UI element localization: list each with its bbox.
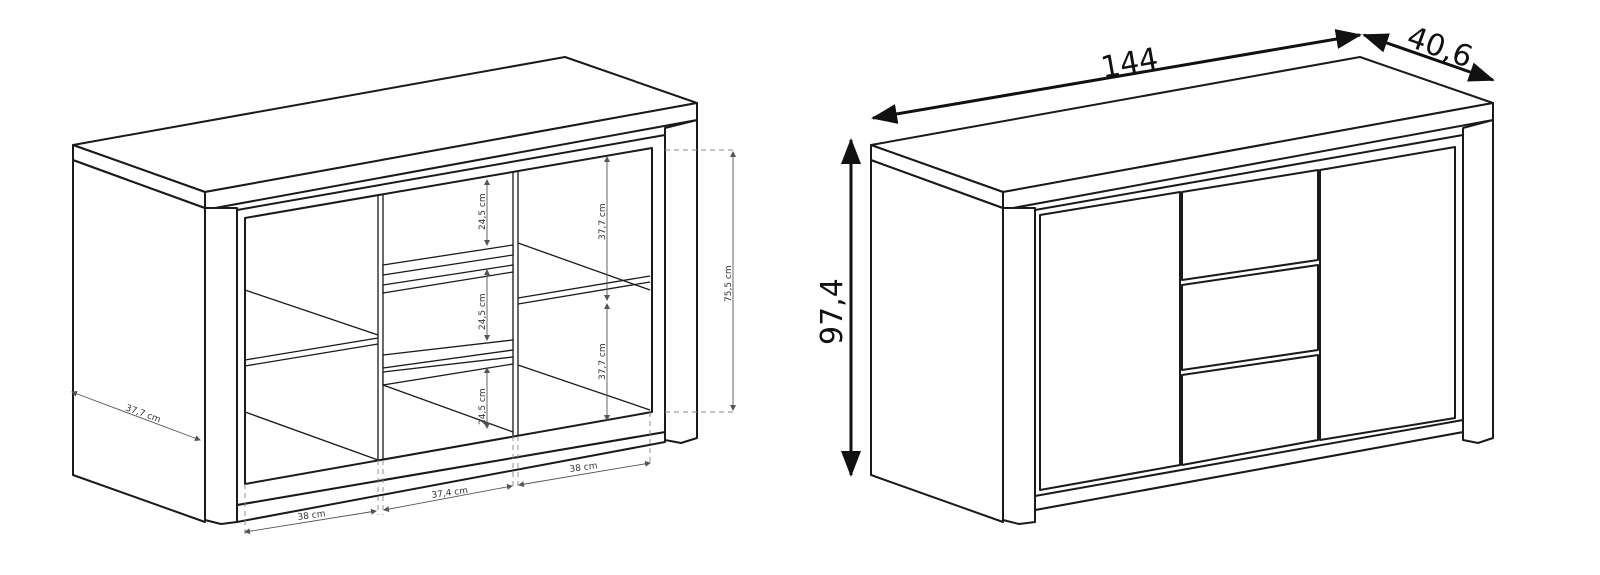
side-panel bbox=[870, 159, 1004, 523]
width-label: 144 bbox=[1098, 41, 1160, 85]
height-label: 97,4 bbox=[815, 278, 850, 345]
width-arrow bbox=[871, 29, 1362, 124]
left-door bbox=[1039, 191, 1181, 491]
dimension-lines bbox=[71, 149, 736, 535]
drawer-height-bottom-label: 24,5 cm bbox=[478, 388, 488, 425]
width-middle-label: 37,4 cm bbox=[431, 486, 469, 501]
drawer-bottom bbox=[1181, 354, 1319, 466]
interior-opening bbox=[244, 147, 653, 485]
left-post bbox=[1002, 207, 1036, 525]
width-right-label: 38 cm bbox=[569, 461, 598, 475]
open-sideboard-view: 24,5 cm 24,5 cm 24,5 cm 37,7 cm 37,7 cm … bbox=[71, 56, 736, 535]
right-post bbox=[1462, 119, 1494, 444]
drawer-top bbox=[1181, 169, 1319, 281]
side-panel bbox=[72, 159, 206, 523]
closed-sideboard-view: 144 40,6 97,4 bbox=[815, 20, 1495, 525]
width-left-label: 38 cm bbox=[297, 509, 326, 523]
top-side-edge bbox=[870, 144, 1004, 209]
depth-label: 40,6 bbox=[1402, 20, 1477, 76]
right-post bbox=[664, 119, 698, 444]
drawer-height-top-label: 24,5 cm bbox=[478, 193, 488, 230]
left-post bbox=[204, 207, 238, 525]
right-door bbox=[1319, 146, 1456, 441]
shelf-height-upper-label: 37,7 cm bbox=[598, 203, 608, 240]
interior-lines bbox=[244, 171, 651, 461]
shelf-height-lower-label: 37,7 cm bbox=[598, 343, 608, 380]
top-side-edge bbox=[72, 144, 206, 209]
drawer-height-middle-label: 24,5 cm bbox=[478, 293, 488, 330]
depth-arrow bbox=[1362, 33, 1495, 82]
drawer-middle bbox=[1181, 264, 1319, 371]
inner-height-label: 75,5 cm bbox=[724, 265, 734, 302]
